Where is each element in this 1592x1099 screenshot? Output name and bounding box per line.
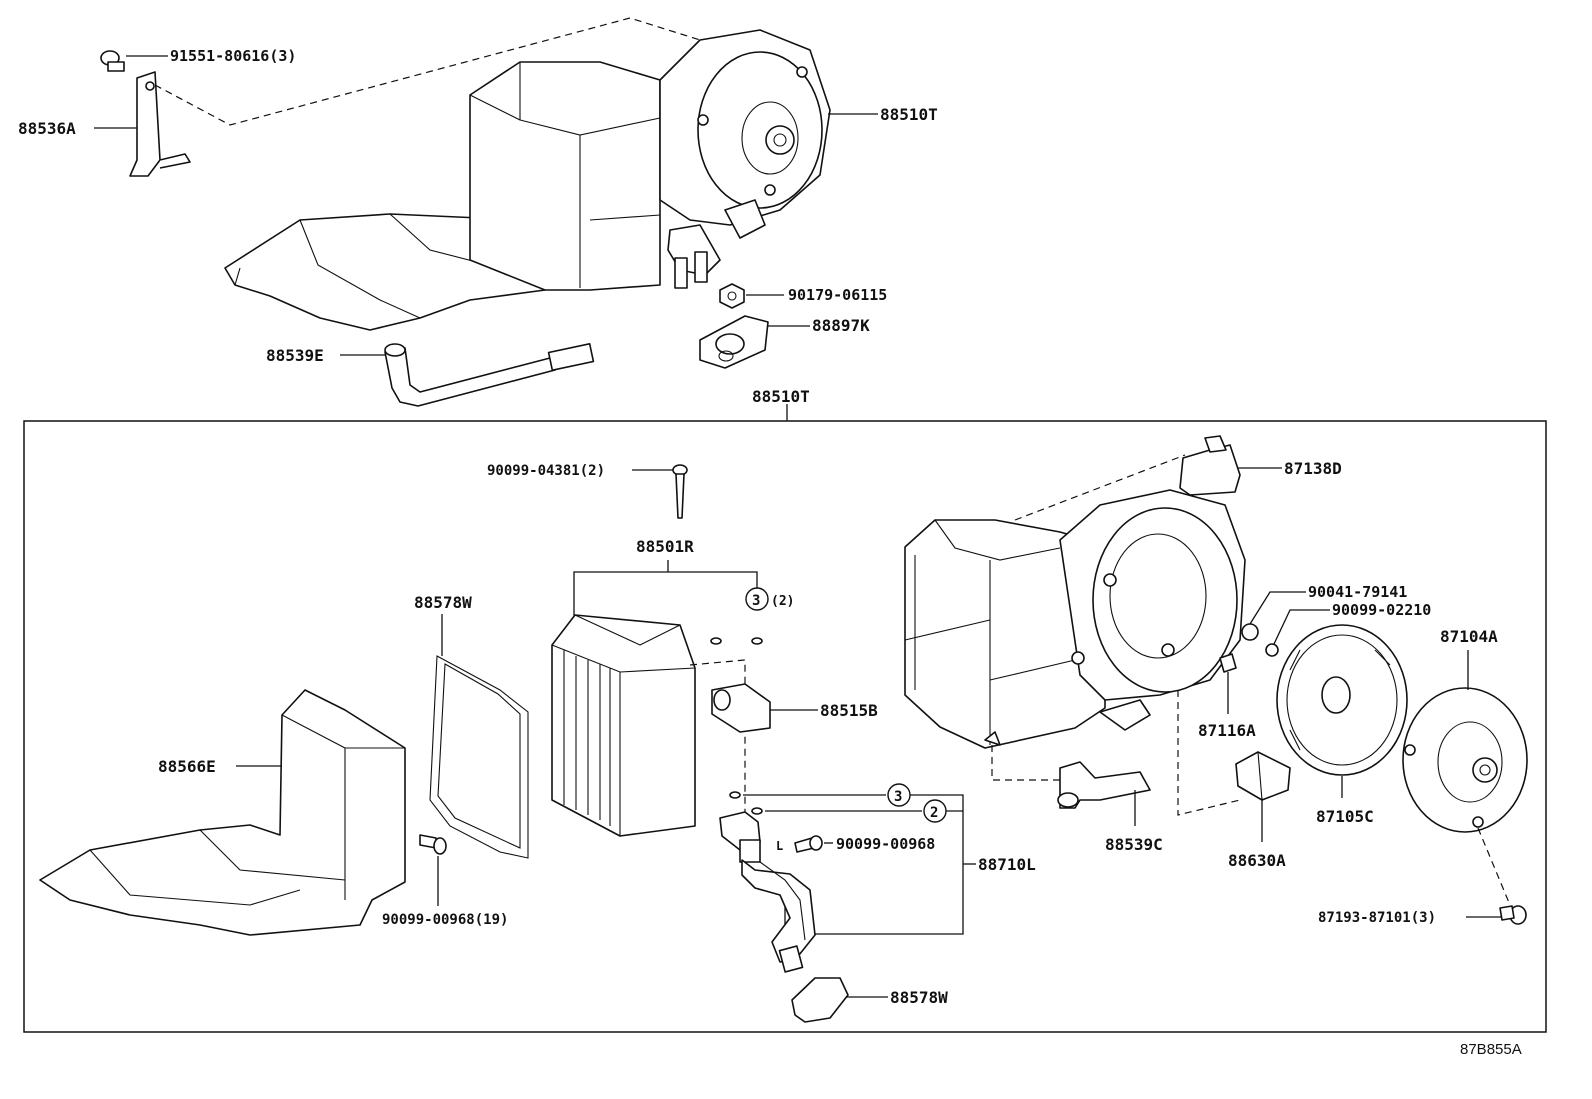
o-ring-icon [751, 637, 763, 645]
screw-icon [1499, 905, 1527, 925]
label-amp: 88630A [1228, 851, 1286, 870]
blower-case-icon [904, 489, 1246, 749]
ref-3-count: (2) [771, 594, 794, 609]
grommet-icon [699, 315, 769, 369]
ref-circle-3 [745, 587, 769, 611]
amplifier-icon [1235, 751, 1291, 801]
gasket-icon [429, 655, 529, 859]
thermistor-icon [711, 683, 771, 733]
bolt-icon [100, 50, 125, 72]
label-bracket: 88536A [18, 119, 76, 138]
ref-3-a: 3 [752, 593, 760, 609]
label-spring: 87116A [1198, 721, 1256, 740]
seal-icon [791, 977, 849, 1023]
diagram-code: 87B855A [1460, 1041, 1522, 1058]
nut-icon [719, 283, 745, 309]
label-clip2: 90099-02210 [1332, 601, 1431, 619]
label-motor: 87104A [1440, 627, 1498, 646]
blower-fan-icon [1276, 624, 1408, 776]
label-unit-top: 88510T [880, 105, 938, 124]
evaporator-core-icon [551, 614, 696, 837]
label-gasket: 88578W [414, 593, 472, 612]
label-evaporator: 88501R [636, 537, 694, 556]
label-clip1: 90041-79141 [1308, 583, 1407, 601]
label-seal: 88578W [890, 988, 948, 1007]
hose-c-icon [1057, 761, 1151, 809]
resistor-icon [1179, 435, 1241, 496]
o-ring-icon [710, 637, 722, 645]
screw-icon [672, 464, 688, 519]
ref-2: 2 [930, 805, 938, 821]
label-fan: 87105C [1316, 807, 1374, 826]
svg-text:L: L [776, 839, 783, 853]
screw-icon [794, 835, 823, 853]
label-screw-evap: 90099-04381(2) [487, 463, 605, 479]
label-hose-c: 88539C [1105, 835, 1163, 854]
heater-unit-assembly-top [224, 29, 831, 331]
spring-icon [1219, 653, 1237, 673]
screw-icon [419, 834, 447, 855]
o-ring-icon [729, 791, 741, 799]
label-unit-box: 88510T [752, 387, 810, 406]
label-nut: 90179-06115 [788, 286, 887, 304]
unit-breakdown-frame [23, 420, 1547, 1033]
label-case-lower: 88566E [158, 757, 216, 776]
o-ring-icon [751, 807, 763, 815]
label-thermistor: 88515B [820, 701, 878, 720]
case-lower-icon [39, 689, 406, 936]
label-hose-top: 88539E [266, 346, 324, 365]
label-bolt-top: 91551-80616(3) [170, 47, 296, 65]
label-screw-motor: 87193-87101(3) [1318, 910, 1436, 926]
label-screw-case: 90099-00968(19) [382, 912, 508, 928]
blower-motor-icon [1402, 687, 1528, 833]
label-screw-valve: 90099-00968 [836, 835, 935, 853]
drain-hose-icon [384, 343, 595, 407]
label-grommet: 88897K [812, 316, 870, 335]
label-resistor: 87138D [1284, 459, 1342, 478]
alignment-dash-top [154, 17, 701, 126]
expansion-valve-icon [719, 811, 816, 973]
bracket-icon [129, 71, 191, 177]
label-valve: 88710L [978, 855, 1036, 874]
ref-3-b: 3 [894, 789, 902, 805]
clip-icon [1241, 623, 1279, 657]
